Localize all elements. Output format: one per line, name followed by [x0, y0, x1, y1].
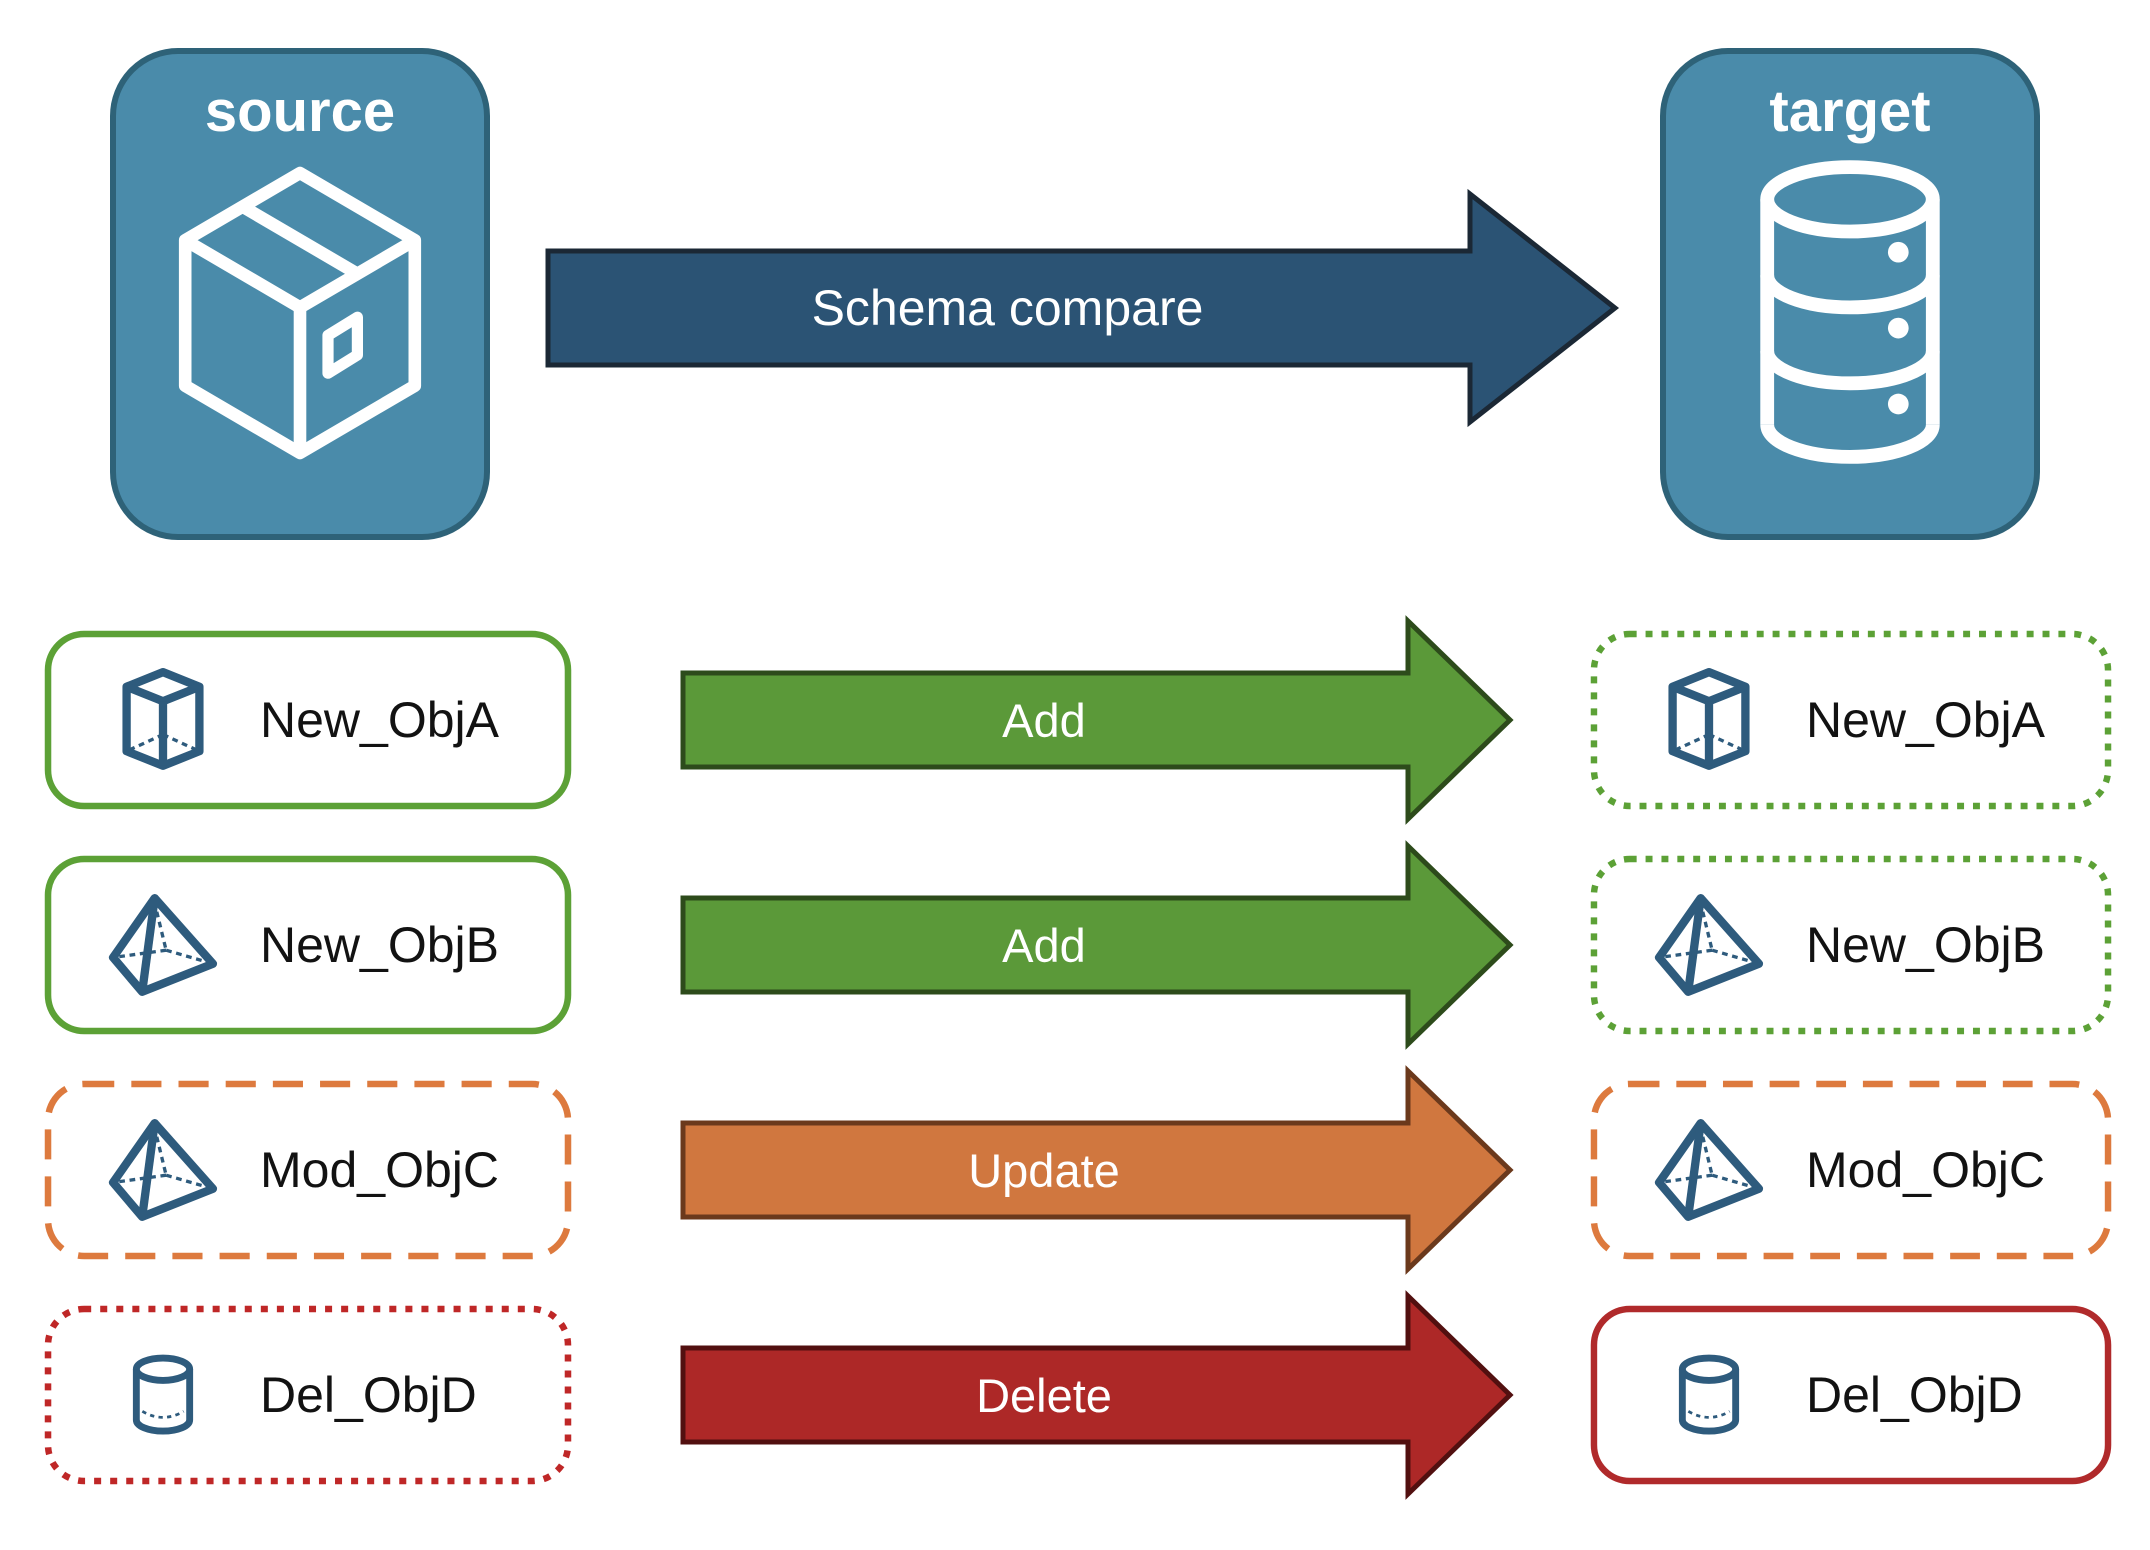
object-label: New_ObjB	[260, 917, 499, 973]
source-card-new-objb-border	[44, 855, 572, 1035]
target-title: target	[1769, 79, 1931, 144]
pyramid-icon	[104, 893, 222, 997]
pyramid-icon	[1650, 1118, 1768, 1222]
add-arrow-row2: Add	[680, 840, 1515, 1050]
delete-arrow-row4: Delete	[680, 1290, 1515, 1500]
schema-compare-arrow: Schema compare	[545, 188, 1620, 428]
object-label: Mod_ObjC	[260, 1142, 499, 1198]
object-label: New_ObjB	[1806, 917, 2045, 973]
source-node: source	[110, 48, 490, 540]
cylinder-icon	[1650, 1347, 1768, 1443]
source-card-new-obja: New_ObjA	[44, 630, 572, 810]
source-card-new-objb: New_ObjB	[44, 855, 572, 1035]
target-card-new-objb-content: New_ObjB	[1590, 855, 2112, 1035]
pyramid-icon	[104, 1118, 222, 1222]
add-arrow-row2-shape	[680, 840, 1514, 1050]
object-label: New_ObjA	[1806, 692, 2045, 748]
target-card-new-objb: New_ObjB	[1590, 855, 2112, 1035]
package-icon	[160, 159, 440, 467]
object-label: New_ObjA	[260, 692, 499, 748]
cylinder-icon	[104, 1347, 222, 1443]
source-card-mod-objc-border	[44, 1080, 572, 1260]
source-card-mod-objc-content: Mod_ObjC	[44, 1080, 572, 1260]
target-card-mod-objc-border	[1590, 1080, 2112, 1260]
source-card-mod-objc: Mod_ObjC	[44, 1080, 572, 1260]
add-arrow-row1: Add	[680, 615, 1515, 825]
add-arrow-row1-shape	[680, 615, 1514, 825]
source-card-new-obja-content: New_ObjA	[44, 630, 572, 810]
update-arrow-row3-shape	[680, 1065, 1514, 1275]
target-card-new-obja: New_ObjA	[1590, 630, 2112, 810]
target-card-new-obja-content: New_ObjA	[1590, 630, 2112, 810]
source-card-del-objd: Del_ObjD	[44, 1305, 572, 1485]
schema-compare-arrow-shape	[545, 188, 1620, 428]
source-card-new-objb-content: New_ObjB	[44, 855, 572, 1035]
object-label: Del_ObjD	[1806, 1367, 2023, 1423]
source-card-del-objd-border	[44, 1305, 572, 1485]
delete-arrow-row4-shape	[680, 1290, 1514, 1500]
target-card-mod-objc-content: Mod_ObjC	[1590, 1080, 2112, 1260]
object-label: Mod_ObjC	[1806, 1142, 2045, 1198]
object-label: Del_ObjD	[260, 1367, 477, 1423]
pyramid-icon	[1650, 893, 1768, 997]
target-card-mod-objc: Mod_ObjC	[1590, 1080, 2112, 1260]
source-card-del-objd-content: Del_ObjD	[44, 1305, 572, 1485]
update-arrow-row3: Update	[680, 1065, 1515, 1275]
target-node: target	[1660, 48, 2040, 540]
cube-icon	[1650, 668, 1768, 772]
target-card-del-objd-border	[1590, 1305, 2112, 1485]
target-card-new-objb-border	[1590, 855, 2112, 1035]
target-card-del-objd: Del_ObjD	[1590, 1305, 2112, 1485]
database-icon	[1735, 151, 1965, 473]
cube-icon	[104, 668, 222, 772]
source-title: source	[204, 79, 396, 144]
target-card-del-objd-content: Del_ObjD	[1590, 1305, 2112, 1485]
